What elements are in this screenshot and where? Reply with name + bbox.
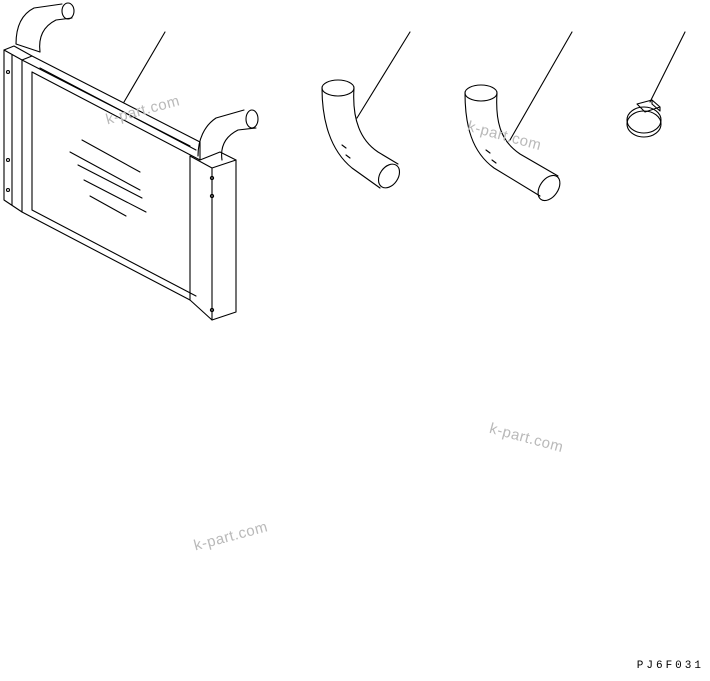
hose-elbow-icon — [464, 84, 561, 202]
figure-code: PJ6F031 — [636, 660, 704, 672]
aftercooler-icon — [3, 2, 259, 321]
clamp-icon — [626, 99, 662, 138]
hose-elbow-icon — [321, 79, 401, 189]
leader-lines — [123, 31, 686, 141]
